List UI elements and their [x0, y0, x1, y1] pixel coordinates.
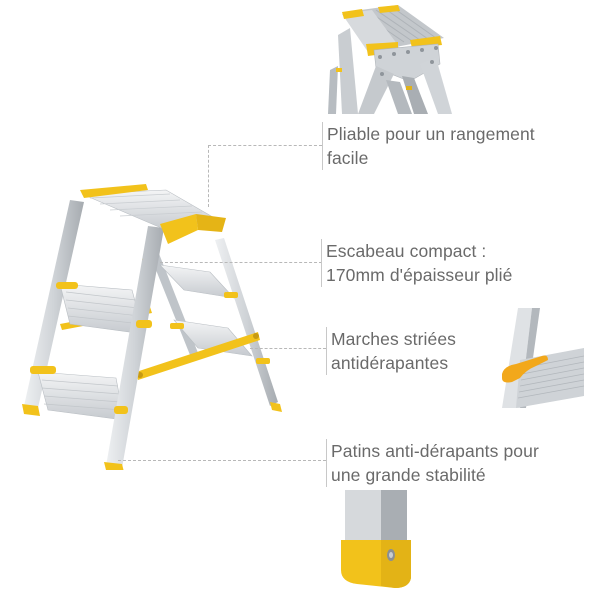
main-ladder-image — [20, 180, 282, 470]
feature-callout-compact: Escabeau compact : 170mm d'épaisseur pli… — [321, 239, 512, 287]
feature-text: Escabeau compact : — [326, 241, 487, 261]
feature-text: Pliable pour un rangement — [327, 124, 535, 144]
feature-text: une grande stabilité — [331, 465, 486, 485]
feature-callout-foldable: Pliable pour un rangement facile — [322, 122, 535, 170]
leader-line-3 — [250, 348, 326, 349]
leader-line-1 — [208, 145, 322, 146]
feature-text: Patins anti-dérapants pour — [331, 441, 539, 461]
feature-text: antidérapantes — [331, 353, 449, 373]
detail-image-hinge — [328, 0, 452, 114]
feature-text: Marches striées — [331, 329, 457, 349]
feature-text: 170mm d'épaisseur plié — [326, 265, 513, 285]
feature-text: facile — [327, 148, 369, 168]
detail-image-foot — [335, 490, 425, 594]
feature-callout-grooved-steps: Marches striées antidérapantes — [326, 327, 456, 375]
leader-line-4 — [118, 460, 326, 461]
feature-callout-anti-slip-feet: Patins anti-dérapants pour une grande st… — [326, 439, 539, 487]
leader-line-1-vertical — [208, 145, 209, 207]
leader-line-2 — [160, 262, 322, 263]
detail-image-step — [492, 308, 584, 408]
